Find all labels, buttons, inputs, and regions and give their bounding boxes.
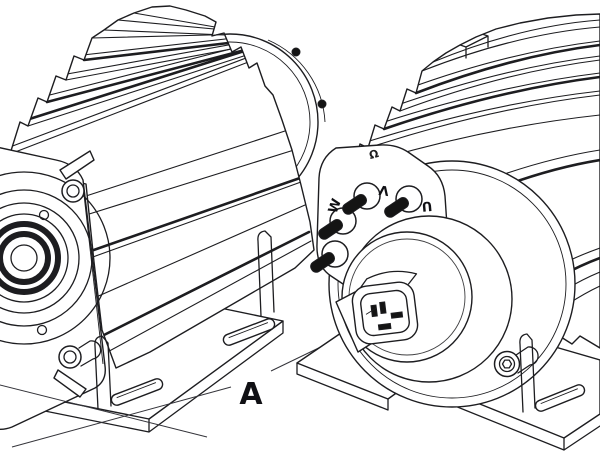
connector-pins [365,301,404,331]
flange-hole [36,324,48,336]
right-bracket-upright [519,333,536,413]
flange-corner-screw-top [59,150,95,203]
bracket-screw [493,346,539,378]
flange-hole [38,209,50,221]
left-cooling-fins [1,12,312,356]
bracket-slot [110,378,164,406]
terminal-label-u: U [421,198,433,214]
right-cooling-fins [354,19,600,331]
left-bracket-upright-rear [257,230,275,317]
left-bracket-upright-front [94,335,112,410]
terminal-label-w: W [326,197,345,216]
terminal-label-v: V [378,181,390,197]
power-connector [335,270,419,353]
bracket-slot [222,318,276,346]
shaft-bore [0,171,111,345]
bell-stud-dot [317,99,327,109]
left-motor-view: A [0,5,330,448]
bell-stud-dot [291,47,301,57]
dimension-label-a: A [239,377,263,412]
bracket-slot [534,384,586,412]
flange-corner-screw-bottom [53,340,102,398]
left-motor-body [0,5,315,369]
left-front-flange [0,147,111,430]
terminal-studs [310,182,423,273]
right-motor-view: Ω W V U [296,13,600,451]
plate-omega-mark: Ω [368,147,381,162]
